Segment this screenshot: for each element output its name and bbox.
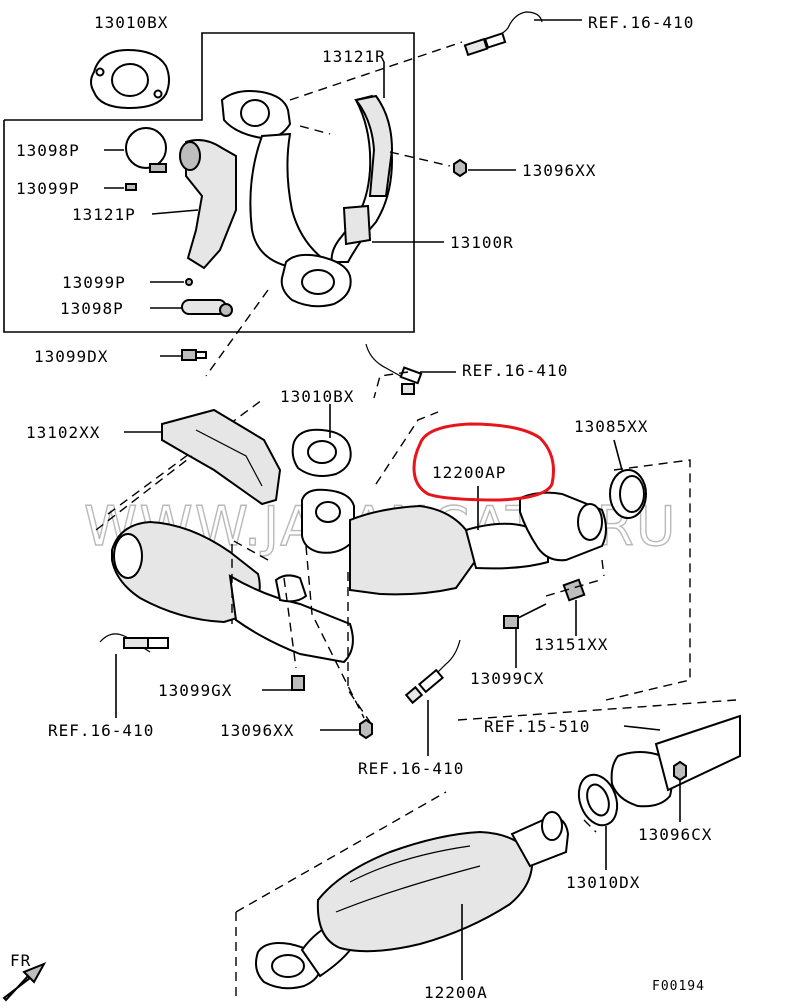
heat-shield-13121p: [179, 139, 237, 270]
label-13010bx-mid: 13010BX: [280, 387, 354, 406]
label-13010dx: 13010DX: [566, 873, 640, 892]
guide-lines-middle: [95, 371, 691, 723]
label-13096xx-bottom: 13096XX: [220, 721, 294, 740]
front-pipe-13100r: [220, 90, 394, 308]
label-13099p-b: 13099P: [62, 273, 126, 292]
gasket-13010bx-mid: [291, 428, 352, 477]
label-13099p-a: 13099P: [16, 179, 80, 198]
label-13100r: 13100R: [450, 233, 514, 252]
label-12200ap: 12200AP: [432, 463, 506, 482]
label-13151xx: 13151XX: [534, 635, 608, 654]
label-diagram-code: F00194: [652, 979, 705, 994]
clamp-13098p-bottom: [181, 299, 233, 317]
label-ref-15-510: REF.15-510: [484, 717, 590, 736]
oxygen-sensor-bottom: [404, 639, 461, 705]
guide-lines-upper: [107, 41, 463, 515]
label-13099dx: 13099DX: [34, 347, 108, 366]
leader-lines: [104, 19, 681, 980]
gasket-13010bx-top: [90, 48, 170, 110]
guide-lines-lower: [235, 699, 737, 1000]
label-13098p-a: 13098P: [16, 141, 80, 160]
label-13102xx: 13102XX: [26, 423, 100, 442]
bolt-13099p-top: [125, 183, 137, 191]
label-12200a: 12200A: [424, 983, 488, 1002]
label-13099cx: 13099CX: [470, 669, 544, 688]
label-13098p-b: 13098P: [60, 299, 124, 318]
upper-group-frame: [3, 32, 415, 333]
label-13121r: 13121R: [322, 47, 386, 66]
highlight-12200ap: [412, 422, 555, 502]
left-catalyst: [111, 520, 354, 664]
clamp-13098p-top: [125, 127, 167, 173]
label-ref-16-410-mid: REF.16-410: [462, 361, 568, 380]
label-fr: FR: [10, 951, 31, 970]
label-13096xx-top: 13096XX: [522, 161, 596, 180]
heat-shield-13102xx: [161, 408, 282, 506]
part-labels: 13010BX REF.16-410 13121R 13098P 13099P …: [10, 13, 712, 1002]
label-13010bx-top: 13010BX: [94, 13, 168, 32]
oxygen-sensor-left: [99, 633, 169, 653]
bolt-13099cx: [503, 603, 547, 629]
label-ref-16-410-left: REF.16-410: [48, 721, 154, 740]
front-catalyst-12200ap: [301, 488, 607, 596]
gasket-13085xx: [609, 469, 647, 519]
heat-shield-13121r: [342, 94, 394, 246]
oxygen-sensor-mid: [365, 343, 423, 395]
bolt-13099p-bottom: [185, 278, 193, 286]
label-13085xx: 13085XX: [574, 417, 648, 436]
label-ref-16-410-top: REF.16-410: [588, 13, 694, 32]
nut-13096xx-bottom: [359, 718, 373, 740]
label-ref-16-410-bottom: REF.16-410: [358, 759, 464, 778]
oxygen-sensor-top: [463, 11, 543, 57]
stud-13151xx: [562, 578, 586, 602]
label-13096cx: 13096CX: [638, 825, 712, 844]
gasket-13010dx: [577, 773, 619, 827]
front-direction-arrow: [2, 962, 47, 1002]
bolt-13099dx: [181, 349, 207, 361]
label-13099gx: 13099GX: [158, 681, 232, 700]
bolt-13099gx: [291, 675, 305, 691]
rear-catalyst-12200a: [255, 811, 570, 990]
label-13121p: 13121P: [72, 205, 136, 224]
tail-pipe: [610, 714, 741, 808]
nut-13096xx-top: [453, 158, 467, 178]
